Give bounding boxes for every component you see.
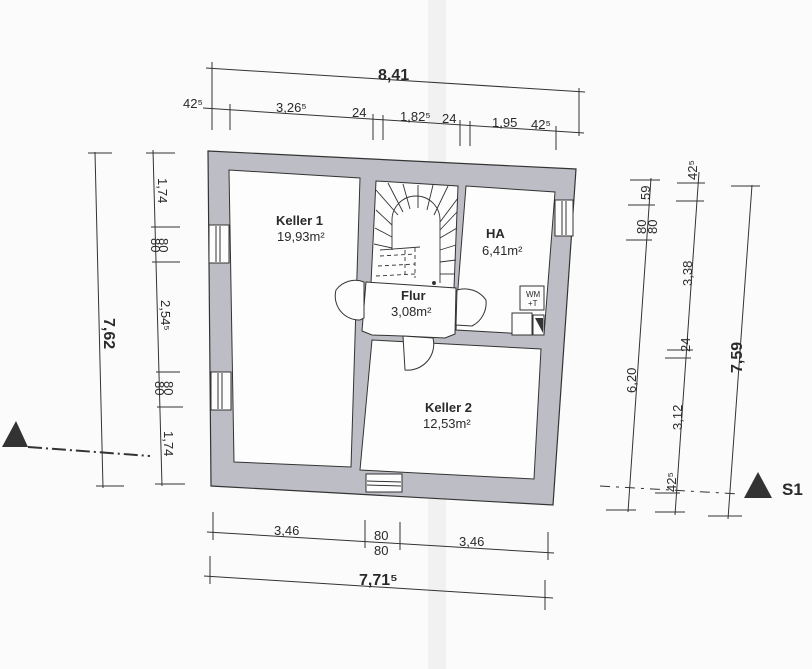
wm-label: WM xyxy=(526,290,541,299)
section-arrow-left-icon xyxy=(2,421,28,447)
section-line-left xyxy=(2,421,151,457)
window-left-lower xyxy=(210,371,232,411)
section-arrow-right-icon xyxy=(744,472,772,498)
right-dimensions: 59 80 80 6,20 42⁵ 3,38 24 3,12 42⁵ 7,59 xyxy=(606,160,760,520)
building: WM +T Keller 1 19,93m² HA 6,41m² Flur 3,… xyxy=(207,150,577,506)
door-keller-1 xyxy=(334,279,365,321)
dim-bottom-seg-2: 80 xyxy=(374,528,388,543)
dim-right-inner-2: 80 xyxy=(634,220,649,234)
door-keller-2 xyxy=(402,335,435,371)
dim-top-seg-7: 42⁵ xyxy=(531,117,551,132)
dim-right-mid-4: 3,12 xyxy=(670,405,685,430)
dim-right-inner-4: 6,20 xyxy=(624,368,639,393)
dim-right-mid-5: 42⁵ xyxy=(664,472,679,492)
room-label-keller-2: Keller 2 xyxy=(425,400,472,415)
door-ha xyxy=(455,288,487,327)
spiral-staircase xyxy=(373,182,459,285)
room-label-keller-1: Keller 1 xyxy=(276,213,323,228)
dim-right-mid-2: 3,38 xyxy=(680,261,695,286)
dim-bottom-seg-4: 3,46 xyxy=(459,534,484,549)
top-dimensions: 8,41 42⁵ 3,26⁵ 24 1,82⁵ 24 1,95 42⁵ xyxy=(183,62,586,150)
dim-left-seg-4: 2,54⁵ xyxy=(158,300,173,331)
room-area-flur: 3,08m² xyxy=(391,304,432,319)
dim-left-seg-7: 1,74 xyxy=(161,431,176,456)
dim-left-total: 7,62 xyxy=(100,318,117,349)
dim-top-seg-1: 42⁵ xyxy=(183,96,203,111)
left-dimensions: 7,62 1,74 80 80 2,54⁵ 80 80 1,74 xyxy=(88,149,185,489)
dim-top-seg-3: 24 xyxy=(352,105,366,120)
dim-left-seg-5: 80 xyxy=(161,381,176,395)
window-bottom xyxy=(365,473,403,493)
dim-top-seg-5: 24 xyxy=(442,111,456,126)
dim-left-seg-3: 80 xyxy=(148,238,163,252)
dim-left-seg-1: 1,74 xyxy=(155,178,170,203)
dim-top-seg-4: 1,82⁵ xyxy=(400,109,431,124)
room-area-keller-2: 12,53m² xyxy=(423,416,471,431)
room-keller-2 xyxy=(359,339,542,480)
section-line-right: S1 xyxy=(599,472,803,499)
dim-bottom-total: 7,71⁵ xyxy=(359,572,398,589)
room-keller-1 xyxy=(228,169,361,468)
dim-right-mid-1: 42⁵ xyxy=(685,160,700,180)
dim-right-total: 7,59 xyxy=(729,342,746,373)
dim-bottom-seg-1: 3,46 xyxy=(274,523,299,538)
t-label: +T xyxy=(528,299,538,308)
room-area-ha: 6,41m² xyxy=(482,243,523,258)
room-area-keller-1: 19,93m² xyxy=(277,229,325,244)
dim-top-seg-6: 1,95 xyxy=(492,115,517,130)
bottom-dimensions: 3,46 80 80 3,46 7,71⁵ xyxy=(203,512,555,610)
dim-right-mid-3: 24 xyxy=(678,338,693,352)
washer-dryer-box xyxy=(519,285,545,311)
boiler-marker xyxy=(535,318,543,333)
section-label: S1 xyxy=(782,480,803,499)
stair-area xyxy=(370,180,459,289)
dim-bottom-seg-3: 80 xyxy=(374,543,388,558)
sink xyxy=(511,312,533,336)
room-label-ha: HA xyxy=(486,226,505,241)
dim-left-seg-6: 80 xyxy=(152,381,167,395)
dim-left-seg-2: 80 xyxy=(156,238,171,252)
boiler xyxy=(532,314,545,336)
dim-right-inner-1: 59 xyxy=(638,186,653,200)
dim-right-inner-3: 80 xyxy=(645,220,660,234)
window-right xyxy=(554,199,574,237)
dim-top-total: 8,41 xyxy=(378,67,409,84)
dim-top-seg-2: 3,26⁵ xyxy=(276,100,307,115)
room-label-flur: Flur xyxy=(401,288,426,303)
window-left-upper xyxy=(208,224,230,264)
